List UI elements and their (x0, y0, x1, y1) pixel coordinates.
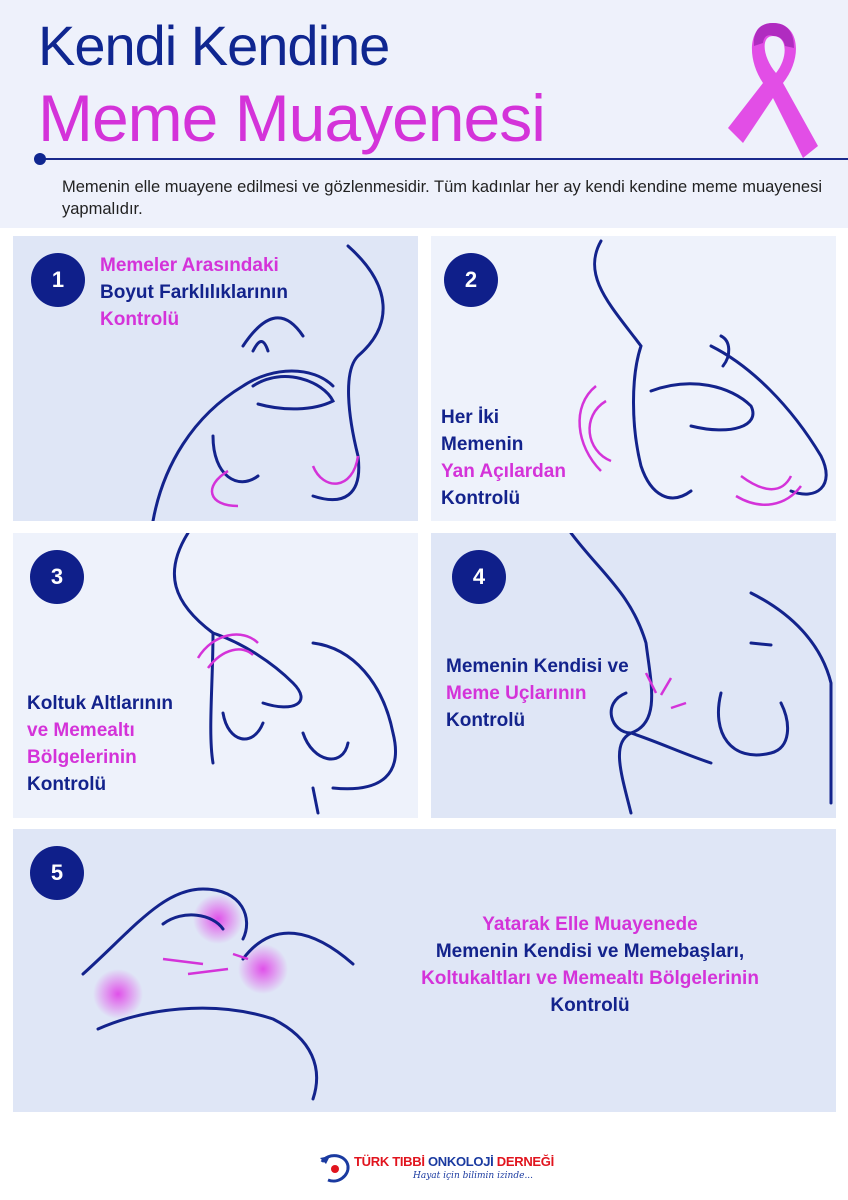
step-number-1: 1 (31, 253, 85, 307)
rotation-arrows-icon (578, 385, 802, 506)
org-name-part: TÜRK TIBBİ (354, 1154, 428, 1169)
caption-line: Yatarak Elle Muayenede (482, 914, 698, 935)
title-line-1: Kendi Kendine (38, 14, 390, 77)
step-3-caption: Koltuk Altlarının ve Memealtı Bölgelerin… (27, 690, 173, 798)
caption-line: Memeler Arasındaki (100, 255, 279, 276)
caption-line: Kontrolü (100, 309, 180, 330)
self-exam-illustration-5 (81, 887, 355, 1101)
self-exam-illustration-2 (593, 239, 828, 500)
pink-ribbon-icon (728, 23, 818, 158)
rotation-arrows-icon (210, 455, 360, 508)
step-1-caption: Memeler Arasındaki Boyut Farklılıklarını… (100, 252, 288, 333)
org-name-part: ONKOLOJİ (427, 1154, 497, 1169)
footer-logo: TÜRK TIBBİ ONKOLOJİ DERNEĞİ Hayat için b… (318, 1150, 554, 1190)
caption-line: Bölgelerinin (27, 747, 137, 768)
caption-line: Kontrolü (446, 710, 526, 731)
step-number-2: 2 (444, 253, 498, 307)
divider (40, 158, 848, 160)
organization-logo-icon (320, 1154, 350, 1183)
divider-dot (34, 153, 46, 165)
step-5-caption: Yatarak Elle Muayenede Memenin Kendisi v… (390, 911, 790, 1019)
caption-line: ve Memealtı (27, 720, 135, 741)
step-3-panel: 3 Koltuk Altlarının ve Memealtı Bölgeler… (13, 533, 418, 818)
organization-name: TÜRK TIBBİ ONKOLOJİ DERNEĞİ (354, 1154, 554, 1169)
intro-text: Memenin elle muayene edilmesi ve gözlenm… (62, 178, 822, 218)
caption-line: Her İki (441, 407, 500, 428)
step-4-panel: 4 Memenin Kendisi ve Meme Uçlarının Kont… (431, 533, 836, 818)
caption-line: Memenin Kendisi ve (446, 656, 629, 677)
header: Kendi Kendine Meme Muayenesi Memenin ell… (0, 0, 848, 228)
org-name-part: DERNEĞİ (496, 1154, 554, 1169)
pressure-arrows-icon (644, 672, 687, 710)
caption-line: Boyut Farklılıklarının (100, 282, 288, 303)
step-2-panel: 2 Her İki Memenin Yan Açılardan Kontrolü (431, 236, 836, 521)
caption-line: Memenin (441, 434, 524, 455)
slogan: Hayat için bilimin izinde... (413, 1171, 534, 1181)
self-exam-illustration-1 (151, 244, 385, 521)
step-5-panel: 5 Yatarak Elle Muayenede Memenin Kendisi… (13, 829, 836, 1112)
step-number-4: 4 (452, 550, 506, 604)
step-number-3: 3 (30, 550, 84, 604)
caption-line: Koltukaltları ve Memealtı Bölgelerinin (421, 968, 759, 989)
step-1-panel: 1 Memeler Arasındaki Boyut Farklılıkları… (13, 236, 418, 521)
title-line-2: Meme Muayenesi (38, 81, 546, 155)
caption-line: Kontrolü (550, 995, 630, 1016)
step-number-5: 5 (30, 846, 84, 900)
self-exam-illustration-3 (172, 533, 397, 815)
caption-line: Kontrolü (441, 488, 521, 509)
rotation-arrows-icon (196, 633, 259, 669)
caption-line: Memenin Kendisi ve Memebaşları, (435, 941, 745, 962)
caption-line: Kontrolü (27, 774, 107, 795)
caption-line: Meme Uçlarının (446, 683, 587, 704)
step-4-caption: Memenin Kendisi ve Meme Uçlarının Kontro… (446, 653, 629, 734)
caption-line: Yan Açılardan (441, 461, 566, 482)
self-exam-illustration-4 (569, 533, 833, 815)
caption-line: Koltuk Altlarının (27, 693, 174, 714)
step-2-caption: Her İki Memenin Yan Açılardan Kontrolü (441, 404, 566, 512)
